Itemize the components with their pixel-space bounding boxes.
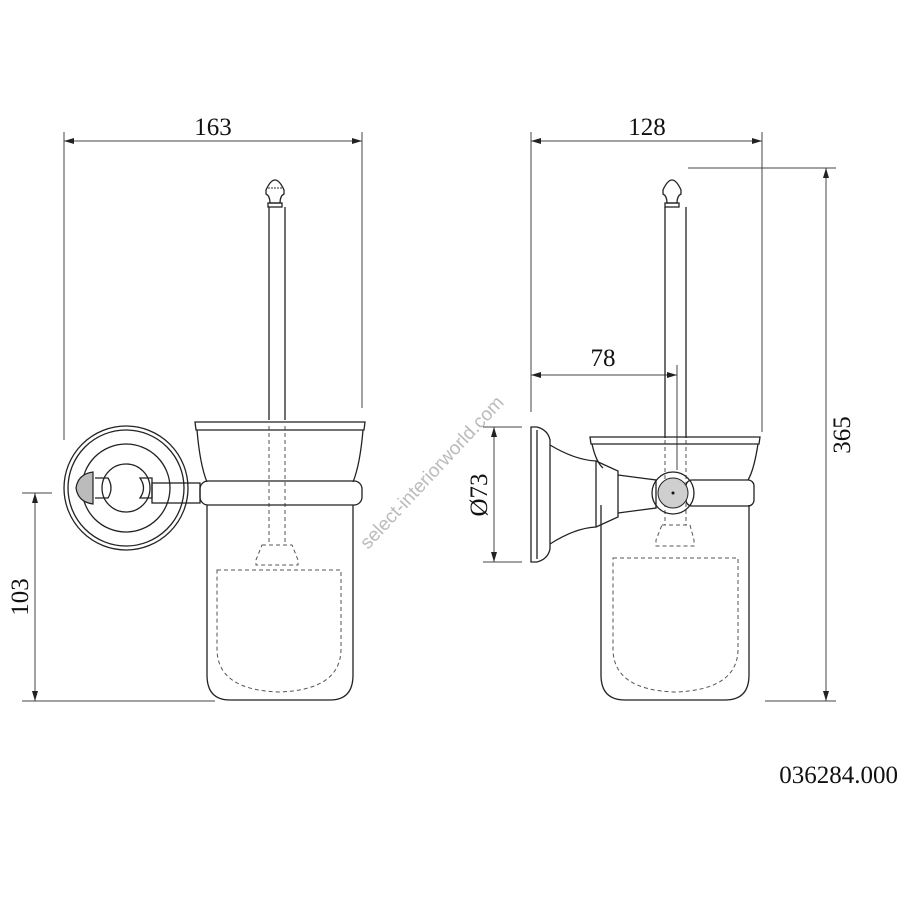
part-number: 036284.000 (779, 762, 898, 789)
glass-cup (194, 421, 366, 701)
wall-mount-side (530, 426, 695, 563)
brush-handle (216, 179, 342, 693)
watermark: select-interiorworld.com (356, 392, 508, 553)
width-dimension-label: 163 (194, 114, 232, 141)
diameter-label: Ø73 (466, 473, 493, 516)
wall-rosette (63, 425, 189, 551)
dimension-103: 103 (7, 492, 215, 702)
projection-label: 78 (591, 345, 616, 372)
dimension-128: 128 (530, 114, 763, 432)
dimension-365: 365 (688, 167, 856, 702)
brush-handle-side (612, 179, 739, 693)
total-height-label: 365 (829, 416, 856, 454)
dimension-163: 163 (63, 114, 363, 440)
side-view: 128 365 78 Ø73 (466, 114, 856, 702)
glass-cup-side (589, 436, 761, 701)
dimension-78: 78 (531, 345, 678, 470)
front-view: 163 103 (7, 114, 366, 702)
crystal-knob-icon (75, 471, 94, 505)
dimension-diameter-73: Ø73 (466, 426, 522, 563)
height-dimension-label: 103 (7, 578, 34, 616)
depth-dimension-label: 128 (628, 114, 666, 141)
